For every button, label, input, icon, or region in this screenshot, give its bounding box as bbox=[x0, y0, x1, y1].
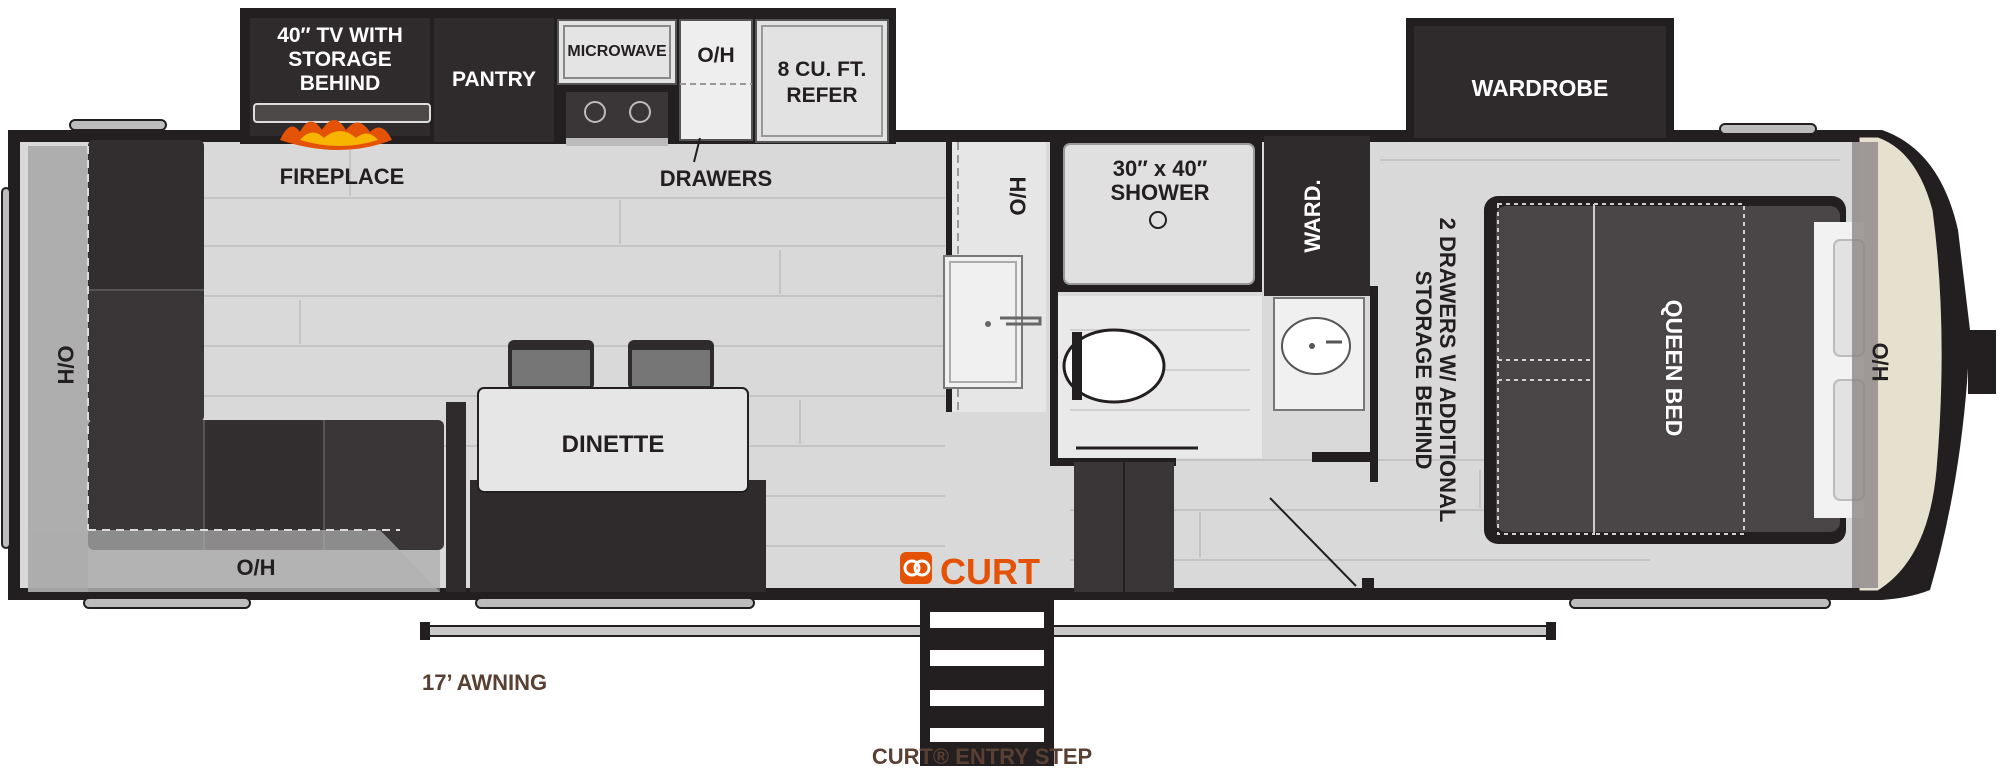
dinette-label: DINETTE bbox=[562, 431, 665, 458]
shower-drain-icon bbox=[1149, 211, 1167, 229]
refrigerator bbox=[755, 19, 889, 143]
shower-stall: 30″ x 40″ SHOWER bbox=[1058, 142, 1262, 292]
front-cap bbox=[1856, 134, 1945, 594]
bedroom: WARDROBE QUEEN BED 2 DRAWERS W/ ADDITION… bbox=[1406, 18, 1893, 588]
microwave-cabinet bbox=[557, 19, 677, 85]
microwave-label: MICROWAVE bbox=[567, 43, 667, 60]
ward-small-label: WARD. bbox=[1300, 179, 1325, 252]
window-icon bbox=[1569, 597, 1831, 609]
sofa-oh-label: O/H bbox=[236, 555, 275, 580]
window-icon bbox=[1, 187, 11, 549]
bed-storage-label-line1: 2 DRAWERS W/ ADDITIONAL bbox=[1435, 218, 1460, 523]
window-icon bbox=[83, 597, 251, 609]
bath-ho-label: H/O bbox=[1005, 176, 1030, 215]
bath-door-swing bbox=[1269, 497, 1357, 587]
tv-label-line3: BEHIND bbox=[300, 72, 381, 95]
dinette-area: DINETTE bbox=[446, 340, 766, 592]
kitchen-oh-cabinet bbox=[679, 19, 753, 141]
wardrobe-label: WARDROBE bbox=[1472, 75, 1609, 101]
queen-bed-label: QUEEN BED bbox=[1661, 300, 1687, 437]
refer-label-line1: 8 CU. FT. bbox=[778, 58, 867, 81]
bath-hutch: H/O bbox=[943, 142, 1046, 412]
tv-label-line1: 40″ TV WITH bbox=[277, 24, 403, 47]
rear-sofa: O/H O/H bbox=[28, 140, 444, 592]
awning-label: 17’ AWNING bbox=[422, 670, 547, 695]
toilet-icon bbox=[1062, 328, 1166, 404]
pantry-cabinet bbox=[434, 18, 554, 142]
drawers-label: DRAWERS bbox=[660, 166, 772, 191]
entry-step-icon bbox=[920, 600, 1054, 766]
front-ho-label: H/O bbox=[1868, 342, 1893, 381]
vanity-sink-icon bbox=[1281, 317, 1351, 375]
stove-burner-icon bbox=[566, 92, 668, 138]
sink-icon bbox=[943, 255, 1023, 389]
entry-step-label: CURT® ENTRY STEP bbox=[872, 744, 1092, 769]
curt-logo-icon: CURT bbox=[900, 551, 1040, 592]
refer-label-line2: REFER bbox=[786, 84, 857, 107]
toilet-area bbox=[1058, 296, 1262, 458]
fireplace-label: FIREPLACE bbox=[280, 164, 405, 189]
dinette-table bbox=[477, 387, 749, 493]
bed-storage-label-line2: STORAGE BEHIND bbox=[1411, 271, 1436, 470]
window-icon bbox=[69, 119, 167, 131]
small-wardrobe: WARD. bbox=[1264, 136, 1370, 296]
windows bbox=[1, 119, 1831, 609]
shower-label-line1: 30″ x 40″ bbox=[1113, 156, 1208, 181]
shower-label-line2: SHOWER bbox=[1111, 180, 1210, 205]
kitchen-slideout: 40″ TV WITH STORAGE BEHIND PANTRY MICROW… bbox=[240, 8, 896, 191]
fireplace-unit bbox=[253, 103, 431, 123]
vanity bbox=[1273, 297, 1365, 411]
window-icon bbox=[1719, 123, 1817, 135]
pantry-label: PANTRY bbox=[452, 68, 536, 91]
kitchen-oh-label: O/H bbox=[697, 44, 734, 67]
hitch-pin bbox=[1968, 330, 1996, 394]
window-icon bbox=[475, 597, 755, 609]
rear-oh-label: O/H bbox=[53, 345, 78, 384]
brand-logo-text: CURT bbox=[940, 551, 1040, 592]
tv-label-line2: STORAGE bbox=[288, 48, 391, 71]
